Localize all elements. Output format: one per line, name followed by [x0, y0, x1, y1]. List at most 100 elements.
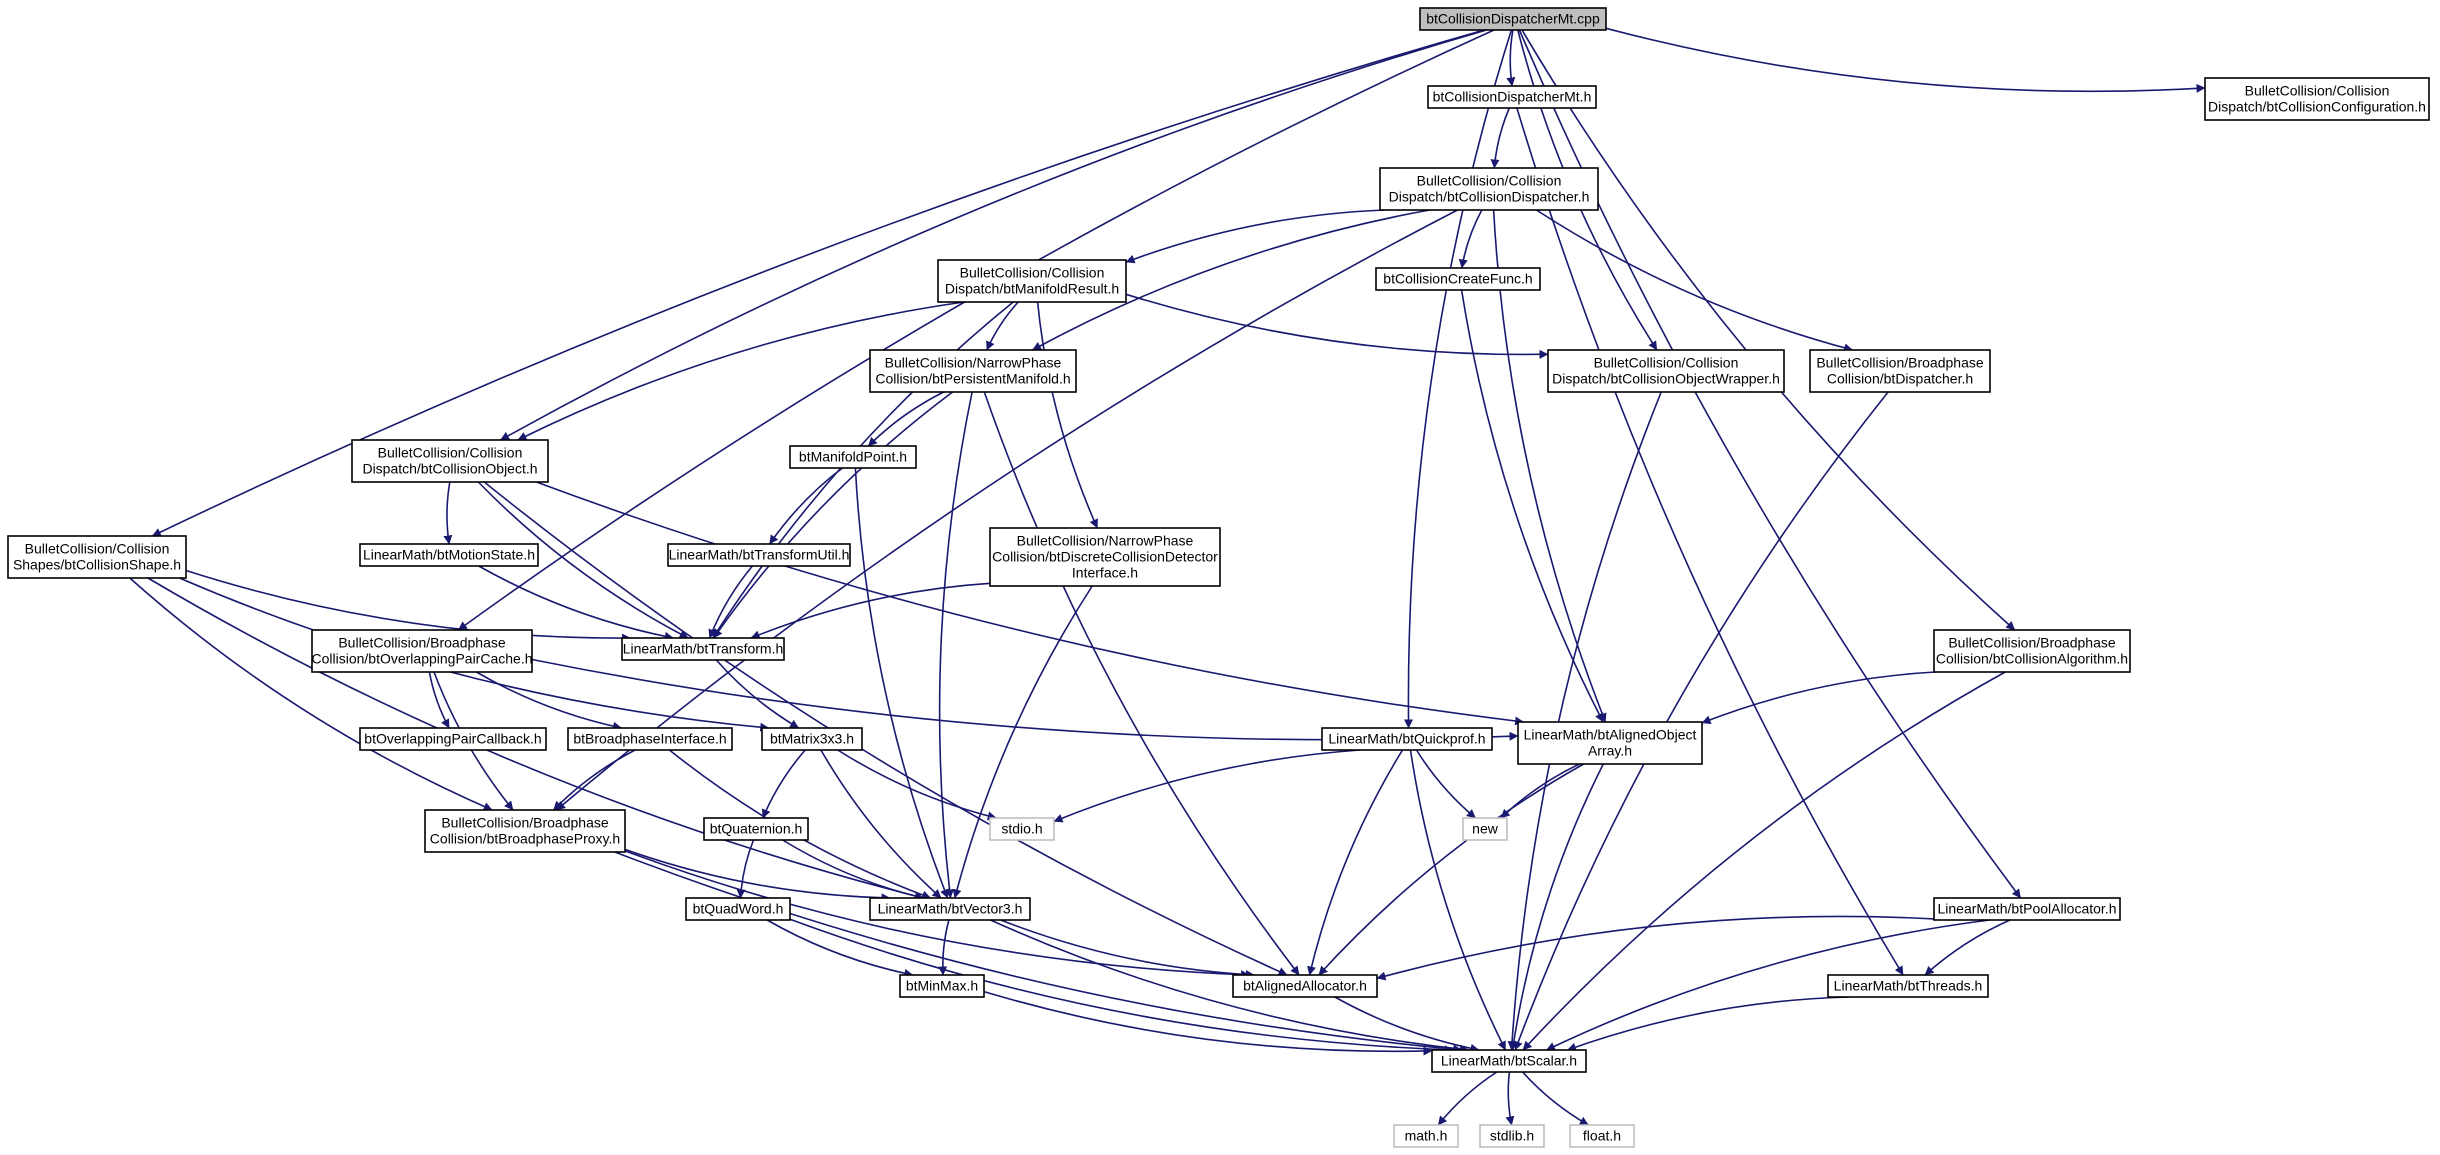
edge-collShape-to-matrix	[179, 577, 770, 732]
node-stdio[interactable]: stdio.h	[989, 817, 1055, 841]
node-box	[703, 817, 809, 841]
node-label: btMatrix3x3.h	[770, 731, 854, 747]
node-label: LinearMath/btAlignedObject	[1524, 727, 1697, 743]
node-label: btMinMax.h	[906, 978, 978, 994]
edge-collDispH-to-persistent	[1032, 209, 1430, 351]
node-label: BulletCollision/Collision	[1417, 173, 1562, 189]
node-quadword[interactable]: btQuadWord.h	[685, 897, 791, 921]
node-collDispH[interactable]: BulletCollision/CollisionDispatch/btColl…	[1379, 167, 1599, 211]
node-float[interactable]: float.h	[1569, 1124, 1635, 1148]
node-discrete[interactable]: BulletCollision/NarrowPhaseCollision/btD…	[989, 527, 1221, 587]
node-poolAlloc[interactable]: LinearMath/btPoolAllocator.h	[1933, 897, 2121, 921]
edge-matrix-to-vector3	[820, 749, 942, 899]
node-label: LinearMath/btVector3.h	[878, 901, 1023, 917]
edge-root-to-dispMtH	[1506, 29, 1516, 87]
node-createFunc[interactable]: btCollisionCreateFunc.h	[1375, 267, 1541, 291]
edge-bpIface-to-bpProxy	[552, 749, 636, 811]
node-label: Collision/btCollisionAlgorithm.h	[1936, 651, 2128, 667]
node-dispatcher[interactable]: BulletCollision/BroadphaseCollision/btDi…	[1809, 349, 1991, 393]
node-label: Interface.h	[1072, 565, 1138, 581]
edge-collDispH-to-bpProxy	[555, 209, 1458, 811]
node-box	[1933, 897, 2121, 921]
edge-quadword-to-minmax	[766, 919, 914, 978]
node-collObj[interactable]: BulletCollision/CollisionDispatch/btColl…	[351, 439, 549, 483]
node-collConfig[interactable]: BulletCollision/CollisionDispatch/btColl…	[2204, 77, 2430, 121]
node-label: Collision/btOverlappingPairCache.h	[311, 651, 532, 667]
edge-dispMtH-to-threads	[1516, 107, 1904, 976]
node-box	[424, 809, 626, 853]
edge-collDispH-to-manifoldRes	[1125, 209, 1385, 264]
node-box	[311, 629, 533, 673]
node-label: math.h	[1405, 1128, 1448, 1144]
node-box	[1933, 629, 2131, 673]
node-box	[1479, 1124, 1545, 1148]
node-box	[937, 259, 1127, 303]
node-stdlib[interactable]: stdlib.h	[1479, 1124, 1545, 1148]
edge-quickprof-to-stdio	[1053, 749, 1360, 823]
node-collAlgo[interactable]: BulletCollision/BroadphaseCollision/btCo…	[1933, 629, 2131, 673]
edge-collShape-to-transform	[185, 569, 631, 643]
node-label: float.h	[1583, 1128, 1621, 1144]
edge-vector3-to-scalar	[990, 919, 1469, 1054]
node-minmax[interactable]: btMinMax.h	[899, 974, 985, 998]
node-quickprof[interactable]: LinearMath/btQuickprof.h	[1321, 727, 1493, 751]
node-math[interactable]: math.h	[1393, 1124, 1459, 1148]
edge-quickprof-to-new	[1415, 749, 1477, 819]
edge-scalar-to-math	[1437, 1071, 1498, 1126]
edge-matrix-to-stdio	[837, 749, 997, 821]
node-label: BulletCollision/Collision	[1594, 355, 1739, 371]
edge-manifoldRes-to-persistent	[986, 301, 1019, 351]
edge-quickprof-to-scalar	[1409, 749, 1507, 1051]
node-new[interactable]: new	[1462, 817, 1508, 841]
node-matrix[interactable]: btMatrix3x3.h	[761, 727, 863, 751]
node-label: BulletCollision/NarrowPhase	[1017, 533, 1194, 549]
node-quat[interactable]: btQuaternion.h	[703, 817, 809, 841]
node-box	[1393, 1124, 1459, 1148]
node-label: BulletCollision/Broadphase	[338, 635, 506, 651]
node-manifoldRes[interactable]: BulletCollision/CollisionDispatch/btMani…	[937, 259, 1127, 303]
node-label: btOverlappingPairCallback.h	[364, 731, 541, 747]
node-overlapCb[interactable]: btOverlappingPairCallback.h	[359, 727, 547, 751]
node-box	[1827, 974, 1989, 998]
node-collShape[interactable]: BulletCollision/CollisionShapes/btCollis…	[7, 535, 187, 579]
node-label: LinearMath/btPoolAllocator.h	[1938, 901, 2117, 917]
node-box	[789, 445, 917, 469]
edge-root-to-overlapCache	[457, 29, 1495, 631]
node-motion[interactable]: LinearMath/btMotionState.h	[359, 543, 539, 567]
edge-collShape-to-vector3	[147, 577, 924, 901]
node-label: btQuaternion.h	[710, 821, 803, 837]
node-threads[interactable]: LinearMath/btThreads.h	[1827, 974, 1989, 998]
node-box	[1321, 727, 1493, 751]
edge-collDispH-to-createFunc	[1458, 209, 1483, 269]
node-dispMtH[interactable]: btCollisionDispatcherMt.h	[1427, 85, 1597, 109]
node-label: BulletCollision/Broadphase	[1948, 635, 2116, 651]
node-box	[761, 727, 863, 751]
node-transUtil[interactable]: LinearMath/btTransformUtil.h	[667, 543, 851, 567]
node-objWrapper[interactable]: BulletCollision/CollisionDispatch/btColl…	[1547, 349, 1785, 393]
node-bpProxy[interactable]: BulletCollision/BroadphaseCollision/btBr…	[424, 809, 626, 853]
edge-vector3-to-minmax	[938, 919, 950, 976]
node-manPoint[interactable]: btManifoldPoint.h	[789, 445, 917, 469]
node-box	[1517, 721, 1703, 765]
node-transform[interactable]: LinearMath/btTransform.h	[621, 637, 785, 661]
node-overlapCache[interactable]: BulletCollision/BroadphaseCollision/btOv…	[311, 629, 533, 673]
node-alignedAlloc[interactable]: btAlignedAllocator.h	[1232, 974, 1378, 998]
node-vector3[interactable]: LinearMath/btVector3.h	[869, 897, 1031, 921]
node-scalar[interactable]: LinearMath/btScalar.h	[1431, 1049, 1587, 1073]
edge-manPoint-to-vector3	[854, 467, 949, 899]
node-label: btQuadWord.h	[693, 901, 784, 917]
node-box	[1809, 349, 1991, 393]
node-box	[1569, 1124, 1635, 1148]
edge-root-to-collConfig	[1605, 27, 2206, 93]
node-box	[1419, 7, 1607, 31]
node-box	[1547, 349, 1785, 393]
edge-collAlgo-to-scalar	[1522, 671, 2006, 1051]
node-box	[7, 535, 187, 579]
node-persistent[interactable]: BulletCollision/NarrowPhaseCollision/btP…	[869, 349, 1077, 393]
node-box	[1375, 267, 1541, 291]
edge-threads-to-scalar	[1567, 996, 1850, 1052]
node-root[interactable]: btCollisionDispatcherMt.cpp	[1419, 7, 1607, 31]
node-bpIface[interactable]: btBroadphaseInterface.h	[567, 727, 733, 751]
edge-discrete-to-vector3	[952, 585, 1093, 899]
